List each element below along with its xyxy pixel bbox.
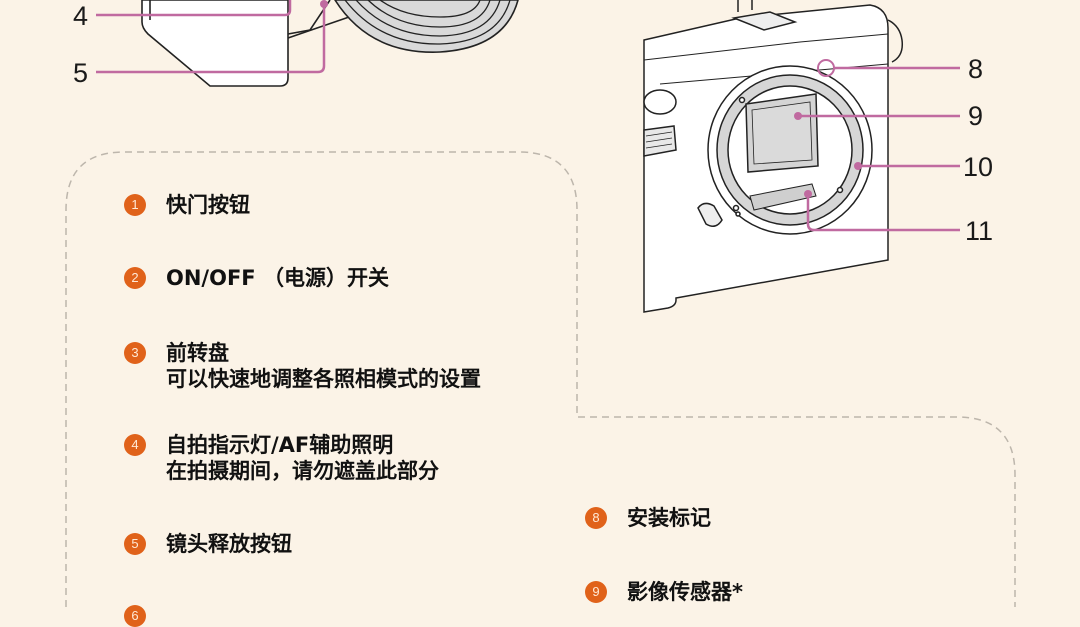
item-title: ON/OFF （电源）开关 bbox=[166, 266, 389, 290]
number-badge: 5 bbox=[124, 533, 146, 555]
item-title: 自拍指示灯/AF辅助照明 bbox=[166, 433, 394, 457]
illustration-layer bbox=[65, 0, 1016, 607]
callout-label-5: 5 bbox=[73, 58, 89, 88]
legend-item-3: 3 前转盘 可以快速地调整各照相模式的设置 bbox=[124, 340, 481, 392]
panel-dashed-border bbox=[65, 151, 1016, 607]
right-callout-dots bbox=[794, 112, 862, 198]
legend-item-8: 8 安装标记 bbox=[585, 505, 711, 531]
callout-label-4: 4 bbox=[73, 1, 89, 31]
left-camera-drawing bbox=[141, 0, 519, 87]
item-title: 安装标记 bbox=[627, 506, 711, 530]
legend-item-4: 4 自拍指示灯/AF辅助照明 在拍摄期间，请勿遮盖此部分 bbox=[124, 432, 439, 484]
item-description: 可以快速地调整各照相模式的设置 bbox=[166, 367, 481, 391]
number-badge: 6 bbox=[124, 605, 146, 627]
item-title: 镜头释放按钮 bbox=[166, 532, 292, 556]
callout-label-8: 8 bbox=[968, 54, 984, 84]
item-description: 在拍摄期间，请勿遮盖此部分 bbox=[166, 459, 439, 483]
callout-label-9: 9 bbox=[968, 101, 984, 131]
callout-label-10: 10 bbox=[963, 152, 994, 182]
legend-item-1: 1 快门按钮 bbox=[124, 192, 250, 218]
number-badge: 2 bbox=[124, 267, 146, 289]
number-badge: 3 bbox=[124, 342, 146, 364]
item-title: 前转盘 bbox=[166, 341, 229, 365]
item-title: 影像传感器* bbox=[627, 580, 743, 604]
legend-item-9: 9 影像传感器* bbox=[585, 579, 743, 605]
legend-item-5: 5 镜头释放按钮 bbox=[124, 531, 292, 557]
callout-dot-5 bbox=[320, 0, 328, 8]
right-camera-drawing bbox=[643, 0, 904, 313]
legend-item-2: 2 ON/OFF （电源）开关 bbox=[124, 265, 389, 291]
left-callout-lines bbox=[96, 0, 326, 74]
item-title: 快门按钮 bbox=[166, 193, 250, 217]
number-badge: 9 bbox=[585, 581, 607, 603]
number-badge: 1 bbox=[124, 194, 146, 216]
number-badge: 8 bbox=[585, 507, 607, 529]
callout-label-11: 11 bbox=[965, 216, 994, 246]
right-callout-lines bbox=[798, 59, 960, 232]
number-badge: 4 bbox=[124, 434, 146, 456]
